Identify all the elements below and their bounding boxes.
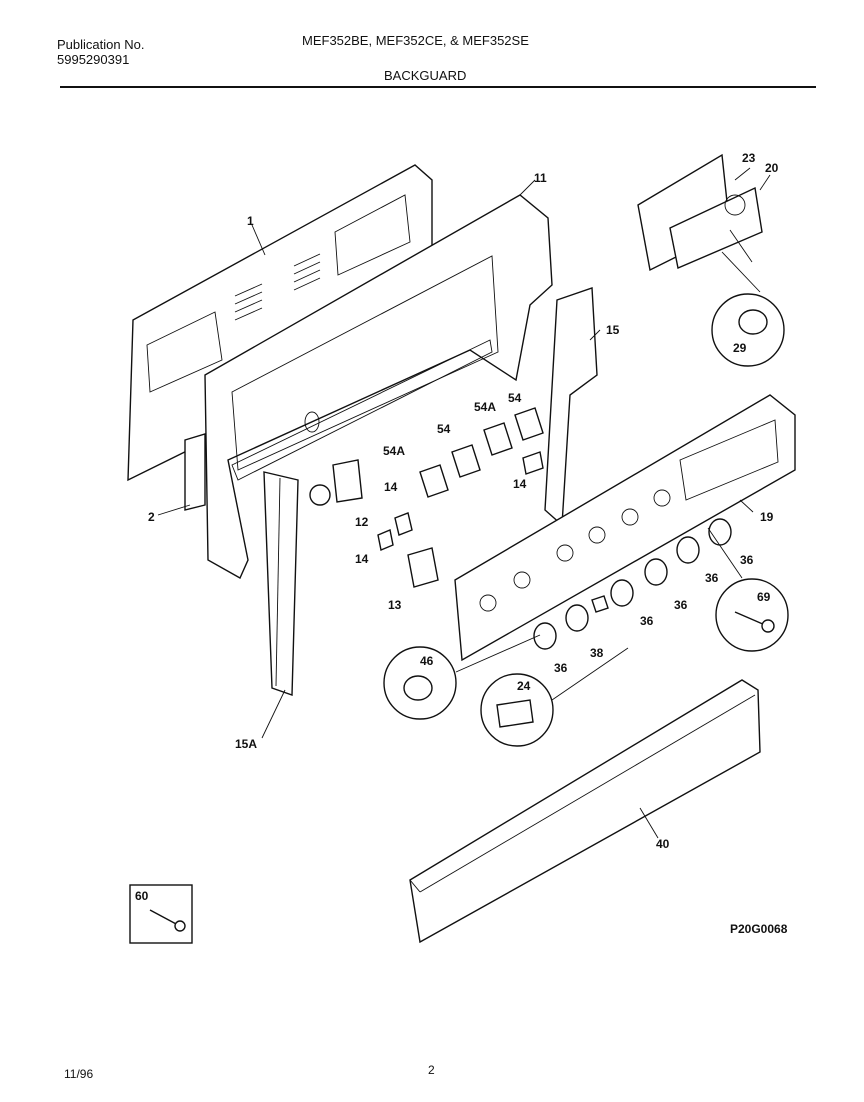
part-label-15a: 15A bbox=[235, 737, 257, 751]
knob-row bbox=[533, 518, 732, 650]
page-number: 2 bbox=[428, 1063, 435, 1077]
publication-date: 11/96 bbox=[64, 1067, 94, 1081]
section-title: BACKGUARD bbox=[384, 68, 467, 83]
part-label-19: 19 bbox=[760, 510, 774, 524]
part-label-14-b: 14 bbox=[384, 480, 398, 494]
part-label-40: 40 bbox=[656, 837, 670, 851]
figure-code: P20G0068 bbox=[730, 922, 788, 936]
side-bracket-part bbox=[544, 287, 598, 527]
part-label-14-a: 14 bbox=[513, 477, 527, 491]
bottom-trim-part bbox=[409, 679, 761, 944]
part-label-1: 1 bbox=[247, 214, 254, 228]
part-label-46: 46 bbox=[420, 654, 434, 668]
screw-callout-box bbox=[129, 884, 193, 944]
part-label-36-b: 36 bbox=[705, 571, 719, 585]
part-label-24: 24 bbox=[517, 679, 531, 693]
model-numbers: MEF352BE, MEF352CE, & MEF352SE bbox=[302, 33, 529, 48]
clock-assembly-part bbox=[637, 153, 763, 272]
leader-lines bbox=[157, 167, 771, 839]
part-label-36-c: 36 bbox=[674, 598, 688, 612]
part-label-36-e: 36 bbox=[554, 661, 568, 675]
part-label-20: 20 bbox=[765, 161, 779, 175]
part-label-13: 13 bbox=[388, 598, 402, 612]
publication-number: 5995290391 bbox=[57, 52, 130, 67]
detail-circle-69 bbox=[707, 527, 789, 652]
detail-circle-24 bbox=[480, 647, 629, 747]
side-bracket-left-part bbox=[263, 471, 299, 696]
part-label-15: 15 bbox=[606, 323, 620, 337]
part-label-54a-top: 54A bbox=[474, 400, 496, 414]
part-label-54-top: 54 bbox=[508, 391, 522, 405]
header-rule bbox=[60, 86, 816, 88]
part-label-36-d: 36 bbox=[640, 614, 654, 628]
part-label-23: 23 bbox=[742, 151, 756, 165]
small-bracket-part bbox=[184, 433, 206, 511]
backguard-frame-part bbox=[204, 194, 553, 579]
part-label-69: 69 bbox=[757, 590, 771, 604]
detail-circle-29 bbox=[711, 251, 785, 367]
part-label-14-c: 14 bbox=[355, 552, 369, 566]
detail-circle-46 bbox=[383, 634, 541, 720]
part-label-60: 60 bbox=[135, 889, 149, 903]
part-label-54: 54 bbox=[437, 422, 451, 436]
publication-label: Publication No. bbox=[57, 37, 145, 52]
part-label-54a: 54A bbox=[383, 444, 405, 458]
part-label-38: 38 bbox=[590, 646, 604, 660]
switch-components bbox=[309, 407, 544, 588]
part-label-29: 29 bbox=[733, 341, 747, 355]
control-panel-part bbox=[454, 394, 796, 662]
part-label-11: 11 bbox=[534, 171, 547, 185]
part-label-12: 12 bbox=[355, 515, 369, 529]
part-label-2: 2 bbox=[148, 510, 155, 524]
part-label-36-a: 36 bbox=[740, 553, 754, 567]
